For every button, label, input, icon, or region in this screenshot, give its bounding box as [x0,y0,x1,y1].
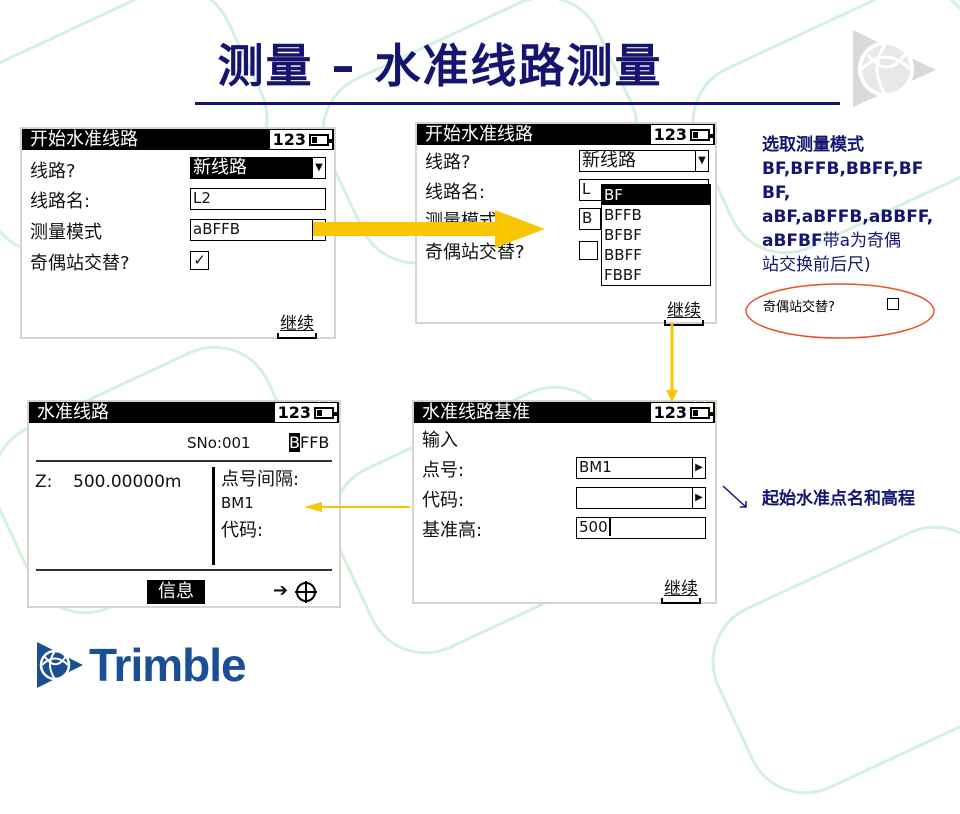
input-mode-indicator: 123 [272,130,306,149]
trimble-wordmark: Trimble [89,639,247,691]
alternate-checkbox[interactable] [579,241,598,260]
divider [36,460,332,462]
mode-label: 测量模式 [30,222,102,243]
mode-option[interactable]: BF [602,185,710,205]
screen-header: 开始水准线路 [425,124,533,145]
line-label: 线路? [425,152,471,173]
continue-button[interactable]: 继续 [664,296,704,326]
line-select-value: 新线路 [582,150,636,171]
input-mode-indicator: 123 [653,403,687,422]
start-benchmark-note: 起始水准点名和高程 [762,489,915,509]
mode-select[interactable]: B [579,208,601,230]
screen-header: 水准线路 [37,402,109,423]
divider [212,467,215,565]
title-divider [195,102,840,105]
point-input[interactable]: BM1 ▶ [576,457,706,479]
trimble-globe-icon [37,642,83,688]
alternate-note-label: 奇偶站交替? [763,300,835,315]
mode-note-line: 站交换前后尺) [762,255,871,275]
z-label: Z: [35,472,53,492]
code-label: 代码: [422,490,465,511]
screen-level-route-benchmark: 水准线路基准 123 输入 点号: BM1 ▶ 代码: ▶ 基准高: 500 继续 [412,400,717,604]
mode-option[interactable]: BFBF [604,226,642,244]
mode-note: 选取测量模式 BF,BFFB,BBFF,BF BF, aBF,aBFFB,aBB… [762,133,960,277]
mode-rest: FFB [299,433,330,452]
battery-icon [690,406,713,419]
chevron-down-icon [312,220,325,240]
height-input[interactable]: 500 [576,517,706,539]
line-select-value: 新线路 [193,157,247,178]
page-title: 测量 – 水准线路测量 [217,39,663,93]
play-arrow-icon[interactable]: ▶ [692,488,705,508]
code-label: 代码: [221,520,264,541]
line-name-input[interactable]: L2 [190,188,326,210]
alternate-label: 奇偶站交替? [30,253,130,274]
alternate-note-checkbox [887,298,899,310]
watermark-curve [691,505,960,814]
mode-option[interactable]: FBBF [604,266,642,284]
input-mode-indicator: 123 [653,125,687,144]
trimble-globe-icon [853,30,936,107]
z-value: 500.00000m [73,472,182,492]
trimble-logo: Trimble [35,638,247,692]
input-label: 输入 [422,430,458,451]
mode-cursor: B [289,433,300,452]
line-select[interactable]: 新线路 ▼ [579,150,709,172]
screen-header: 开始水准线路 [30,129,138,150]
chevron-down-icon: ▼ [312,158,325,178]
mode-option[interactable]: BFFB [604,206,642,224]
station-number: SNo:001 [187,434,251,452]
interval-label: 点号间隔: [221,469,300,490]
continue-button[interactable]: 继续 [661,574,701,604]
info-button[interactable]: 信息 [147,580,205,604]
point-value: BM1 [579,458,612,476]
alternate-checkbox[interactable]: ✓ [190,251,209,270]
screen-start-level-route-dropdown: 开始水准线路 123 线路? 新线路▼ 线路名: L 测量模式 B 奇偶站交替?… [415,122,717,326]
mode-note-line: 带a为奇偶 [822,231,902,251]
line-label: 线路? [30,161,76,182]
pointer-arrow [722,485,747,508]
screen-header: 水准线路基准 [422,402,530,423]
alternate-label: 奇偶站交替? [425,242,525,263]
battery-icon [690,128,713,141]
mode-note-line: aBF,aBFFB,aBBFF, [762,207,934,227]
screen-start-level-route: 开始水准线路 123 线路? 新线路 ▼ 线路名: L2 测量模式 aBFFB 奇… [20,127,336,339]
flow-arrows [304,210,935,512]
line-name-label: 线路名: [425,182,486,203]
mode-select[interactable]: aBFFB [190,219,326,241]
input-mode-indicator: 123 [277,403,311,422]
mode-option[interactable]: BBFF [604,246,642,264]
mode-indicator: BFFB [289,433,329,452]
divider [36,569,332,571]
mode-note-line: aBFBF [762,231,823,251]
mode-note-line: BF, [762,183,791,203]
screen-level-route: 水准线路 123 SNo:001 BFFB Z: 500.00000m 点号间隔… [27,400,341,608]
point-label: 点号: [422,460,465,481]
battery-icon [314,406,337,419]
chevron-down-icon: ▼ [695,151,708,171]
point-name: BM1 [221,494,254,512]
mode-note-line: BF,BFFB,BBFF,BF [762,159,924,179]
line-name-label: 线路名: [30,191,91,212]
code-input[interactable]: ▶ [576,487,706,509]
mode-select-value: aBFFB [193,220,241,238]
height-label: 基准高: [422,520,483,541]
crosshair-target-icon[interactable] [294,580,318,604]
line-select[interactable]: 新线路 ▼ [190,157,326,179]
height-value: 500 [579,518,611,536]
continue-button[interactable]: 继续 [277,309,317,339]
mode-note-title: 选取测量模式 [762,135,864,155]
play-arrow-icon[interactable]: ▶ [692,458,705,478]
mode-label: 测量模式 [425,211,497,232]
arrow-right-icon: ➔ [273,580,289,601]
battery-icon [309,133,332,146]
mode-dropdown-list: BF BFFB BFBF BBFF FBBF [601,184,711,286]
